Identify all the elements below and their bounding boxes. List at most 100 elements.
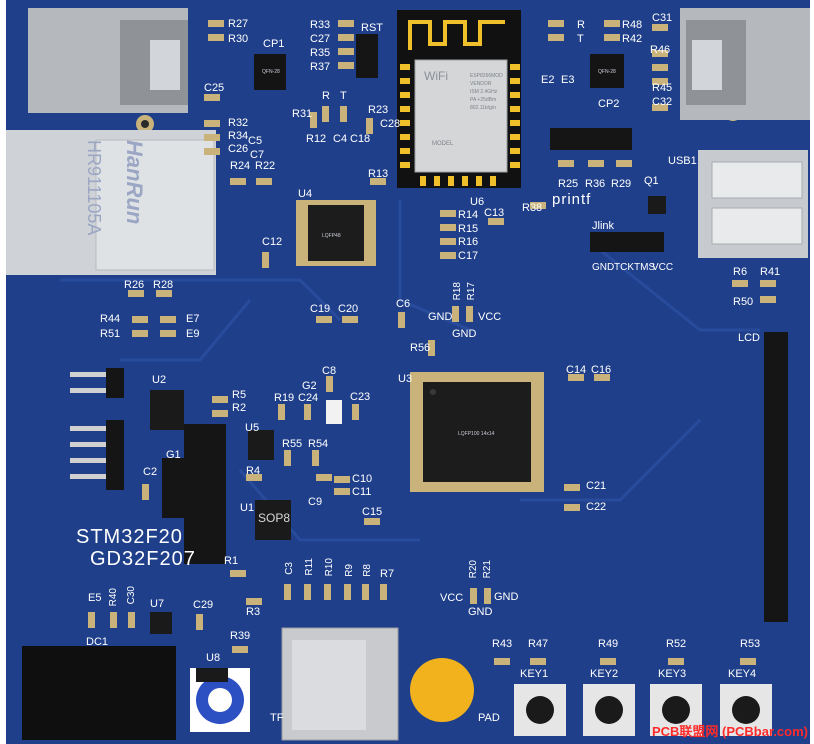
ref-r51: R51	[100, 328, 121, 340]
ref-c22: C22	[586, 501, 607, 513]
dc-jack	[22, 646, 176, 740]
ref-e9: E9	[186, 328, 200, 340]
ref-u6: U6	[470, 196, 485, 208]
wifi-shield-line-1: ESP8266MOD	[470, 73, 503, 79]
ref-r53: R53	[740, 638, 761, 650]
wifi-shield-line-3: ISM 2.4GHz	[470, 89, 498, 95]
sop8-text: SOP8	[258, 511, 291, 525]
header-g1-column	[184, 424, 226, 564]
key-caps	[526, 696, 760, 724]
eth-part-text: HR911105A	[84, 140, 104, 236]
pin-header-left	[70, 368, 124, 490]
ref-c25: C25	[204, 82, 225, 94]
ref-r45: R45	[652, 82, 673, 94]
ref-r20: R20	[468, 560, 479, 579]
label-tf: TF	[270, 712, 284, 724]
label-gnd-1: GND	[428, 311, 453, 323]
label-gnd-2: GND	[452, 328, 477, 340]
ref-r9: R9	[344, 564, 355, 577]
qfn-chip-cp1	[254, 54, 286, 90]
label-key3: KEY3	[658, 668, 687, 680]
ref-r2: R2	[232, 402, 247, 414]
ref-r31: R31	[292, 108, 313, 120]
ref-c24: C24	[298, 392, 319, 404]
ref-c26: C26	[228, 143, 249, 155]
ref-r12: R12	[306, 133, 327, 145]
ic-u2	[150, 390, 184, 430]
label-jl-vcc: VCC	[652, 262, 674, 273]
ref-r54: R54	[308, 438, 329, 450]
wifi-module	[397, 10, 521, 188]
smd-passives	[88, 20, 776, 665]
printf-header	[550, 128, 632, 150]
ref-c11: C11	[352, 486, 372, 498]
ref-r26: R26	[124, 279, 145, 291]
ref-c32: C32	[652, 96, 673, 108]
ref-c6: C6	[396, 298, 411, 310]
label-jl-tms: TMS	[634, 262, 656, 273]
ref-c18: C18	[350, 133, 371, 145]
ref-r23: R23	[368, 104, 389, 116]
label-vcc-1: VCC	[478, 311, 502, 323]
label-key1: KEY1	[520, 668, 549, 680]
ref-c23: C23	[350, 391, 371, 403]
ref-c8: C8	[322, 365, 337, 377]
ref-c28: C28	[380, 118, 401, 130]
ref-r21: R21	[482, 560, 493, 579]
ic-u1-sop8	[255, 500, 291, 540]
usb-b-connector-right	[680, 8, 810, 120]
ref-r30: R30	[228, 33, 249, 45]
led-g2	[326, 400, 342, 424]
ref-e2: E2	[541, 74, 555, 86]
ref-r47: R47	[528, 638, 549, 650]
ref-r43: R43	[492, 638, 513, 650]
regulator-u8	[196, 668, 228, 682]
label-gnd-4: GND	[468, 606, 493, 618]
ref-r13: R13	[368, 168, 389, 180]
label-stm32: STM32F20	[76, 526, 183, 548]
ref-r3: R3	[246, 606, 261, 618]
rst-header	[356, 34, 378, 78]
ref-r11: R11	[304, 558, 315, 576]
ref-r44: R44	[100, 313, 121, 325]
ref-u2: U2	[152, 374, 167, 386]
mcu-marking: LQFP100 14x14	[458, 431, 495, 437]
usb-b-connector-left	[28, 8, 188, 113]
ref-r32: R32	[228, 117, 249, 129]
ref-r17: R17	[466, 282, 477, 301]
ref-g1: G1	[166, 449, 181, 461]
ref-c10: C10	[352, 473, 373, 485]
ref-r5: R5	[232, 389, 247, 401]
ref-r22: R22	[255, 160, 276, 172]
label-gd32: GD32F207	[90, 548, 196, 570]
ref-c7: C7	[250, 149, 265, 161]
ref-t-led: T	[577, 33, 584, 45]
ref-r1: R1	[224, 555, 239, 567]
ref-rst: RST	[361, 22, 383, 34]
ref-r28: R28	[153, 279, 174, 291]
ref-g2: G2	[302, 380, 317, 392]
ref-r15: R15	[458, 223, 479, 235]
ref-u3: U3	[398, 373, 413, 385]
ref-u4: U4	[298, 188, 313, 200]
ref-r27: R27	[228, 18, 249, 30]
ref-r39: R39	[230, 630, 251, 642]
ref-c5: C5	[248, 135, 263, 147]
ref-r10: R10	[324, 558, 335, 577]
potentiometer	[190, 668, 250, 732]
board-traces	[60, 200, 760, 542]
wifi-model-text: MODEL	[432, 141, 454, 147]
ref-c21: C21	[586, 480, 607, 492]
ref-r7: R7	[380, 568, 395, 580]
u4-marking: LQFP48	[322, 233, 341, 239]
ref-c16: C16	[591, 364, 612, 376]
ref-r35: R35	[310, 47, 331, 59]
ref-c19: C19	[310, 303, 331, 315]
ref-q1: Q1	[644, 175, 659, 187]
wifi-shield-line-5: 802.11b/g/n	[470, 105, 497, 111]
label-jlink: Jlink	[592, 220, 615, 232]
jlink-header	[590, 232, 664, 252]
label-jl-gnd: GND	[592, 262, 615, 273]
label-key2: KEY2	[590, 668, 619, 680]
wifi-shield-line-2: VENDOR	[470, 81, 492, 87]
